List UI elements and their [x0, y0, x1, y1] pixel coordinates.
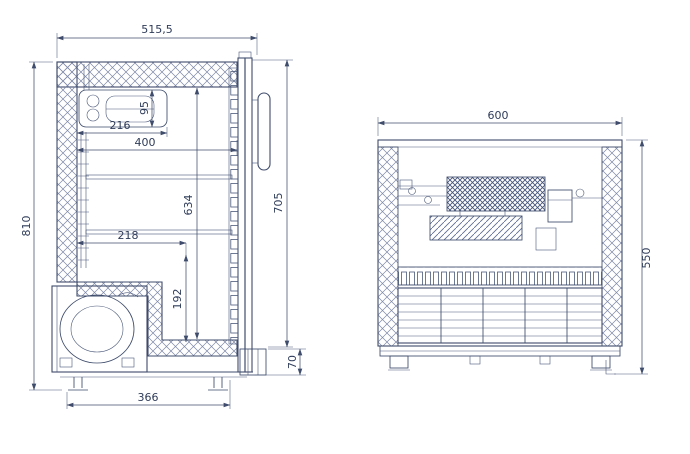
- dim-interior-depth: 400: [135, 136, 156, 149]
- front-foot: [68, 377, 88, 391]
- compressor: [59, 294, 135, 364]
- left-foot: [389, 355, 409, 369]
- dim-body-height: 550: [640, 248, 653, 269]
- machine-compartment: [51, 285, 148, 373]
- shelf-rail: [78, 132, 89, 268]
- front-view: 600 550: [377, 109, 653, 375]
- left-wall-insulation: [377, 146, 399, 347]
- drip-tray: [429, 215, 523, 241]
- shelf-upper: [85, 174, 233, 180]
- dim-feet-span: 366: [138, 391, 159, 404]
- fan-housing: [547, 189, 573, 223]
- floor-step-insulation: [76, 281, 238, 357]
- dim-door-height: 705: [272, 193, 285, 214]
- side-section-view: 515,5 810 95 216 400 634 705: [20, 23, 306, 409]
- condenser-grille: [397, 287, 603, 344]
- rear-foot: [208, 377, 228, 391]
- evaporator-unit: [78, 64, 168, 128]
- shelf-lower: [85, 229, 233, 235]
- slat-band: [397, 266, 603, 286]
- dim-interior-height: 634: [182, 195, 195, 216]
- bottom-rail: [379, 345, 621, 375]
- dim-overall-width: 600: [488, 109, 509, 122]
- dim-evaporator-depth: 216: [110, 119, 131, 132]
- dim-step-depth: 218: [118, 229, 139, 242]
- dim-compartment-height: 192: [171, 289, 184, 310]
- base-and-feet: [52, 371, 253, 391]
- refrigeration-unit: [398, 176, 602, 251]
- right-foot: [591, 355, 611, 369]
- cabinet-outline: [377, 139, 623, 347]
- right-wall-insulation: [601, 146, 623, 347]
- dim-overall-depth: 515,5: [141, 23, 173, 36]
- rear-wall-insulation: [56, 61, 78, 283]
- door-handle: [252, 92, 271, 171]
- dim-overall-height: 810: [20, 216, 33, 237]
- door-section: [228, 51, 271, 376]
- side-view-dimensions: 515,5 810 95 216 400 634 705: [20, 23, 306, 409]
- dim-evaporator-height: 95: [138, 101, 151, 115]
- front-view-dimensions: 600 550: [377, 109, 653, 375]
- dim-base-height: 70: [286, 355, 299, 369]
- door-gasket: [228, 67, 239, 345]
- condenser-block: [446, 176, 546, 212]
- door-bottom-bracket: [239, 348, 267, 376]
